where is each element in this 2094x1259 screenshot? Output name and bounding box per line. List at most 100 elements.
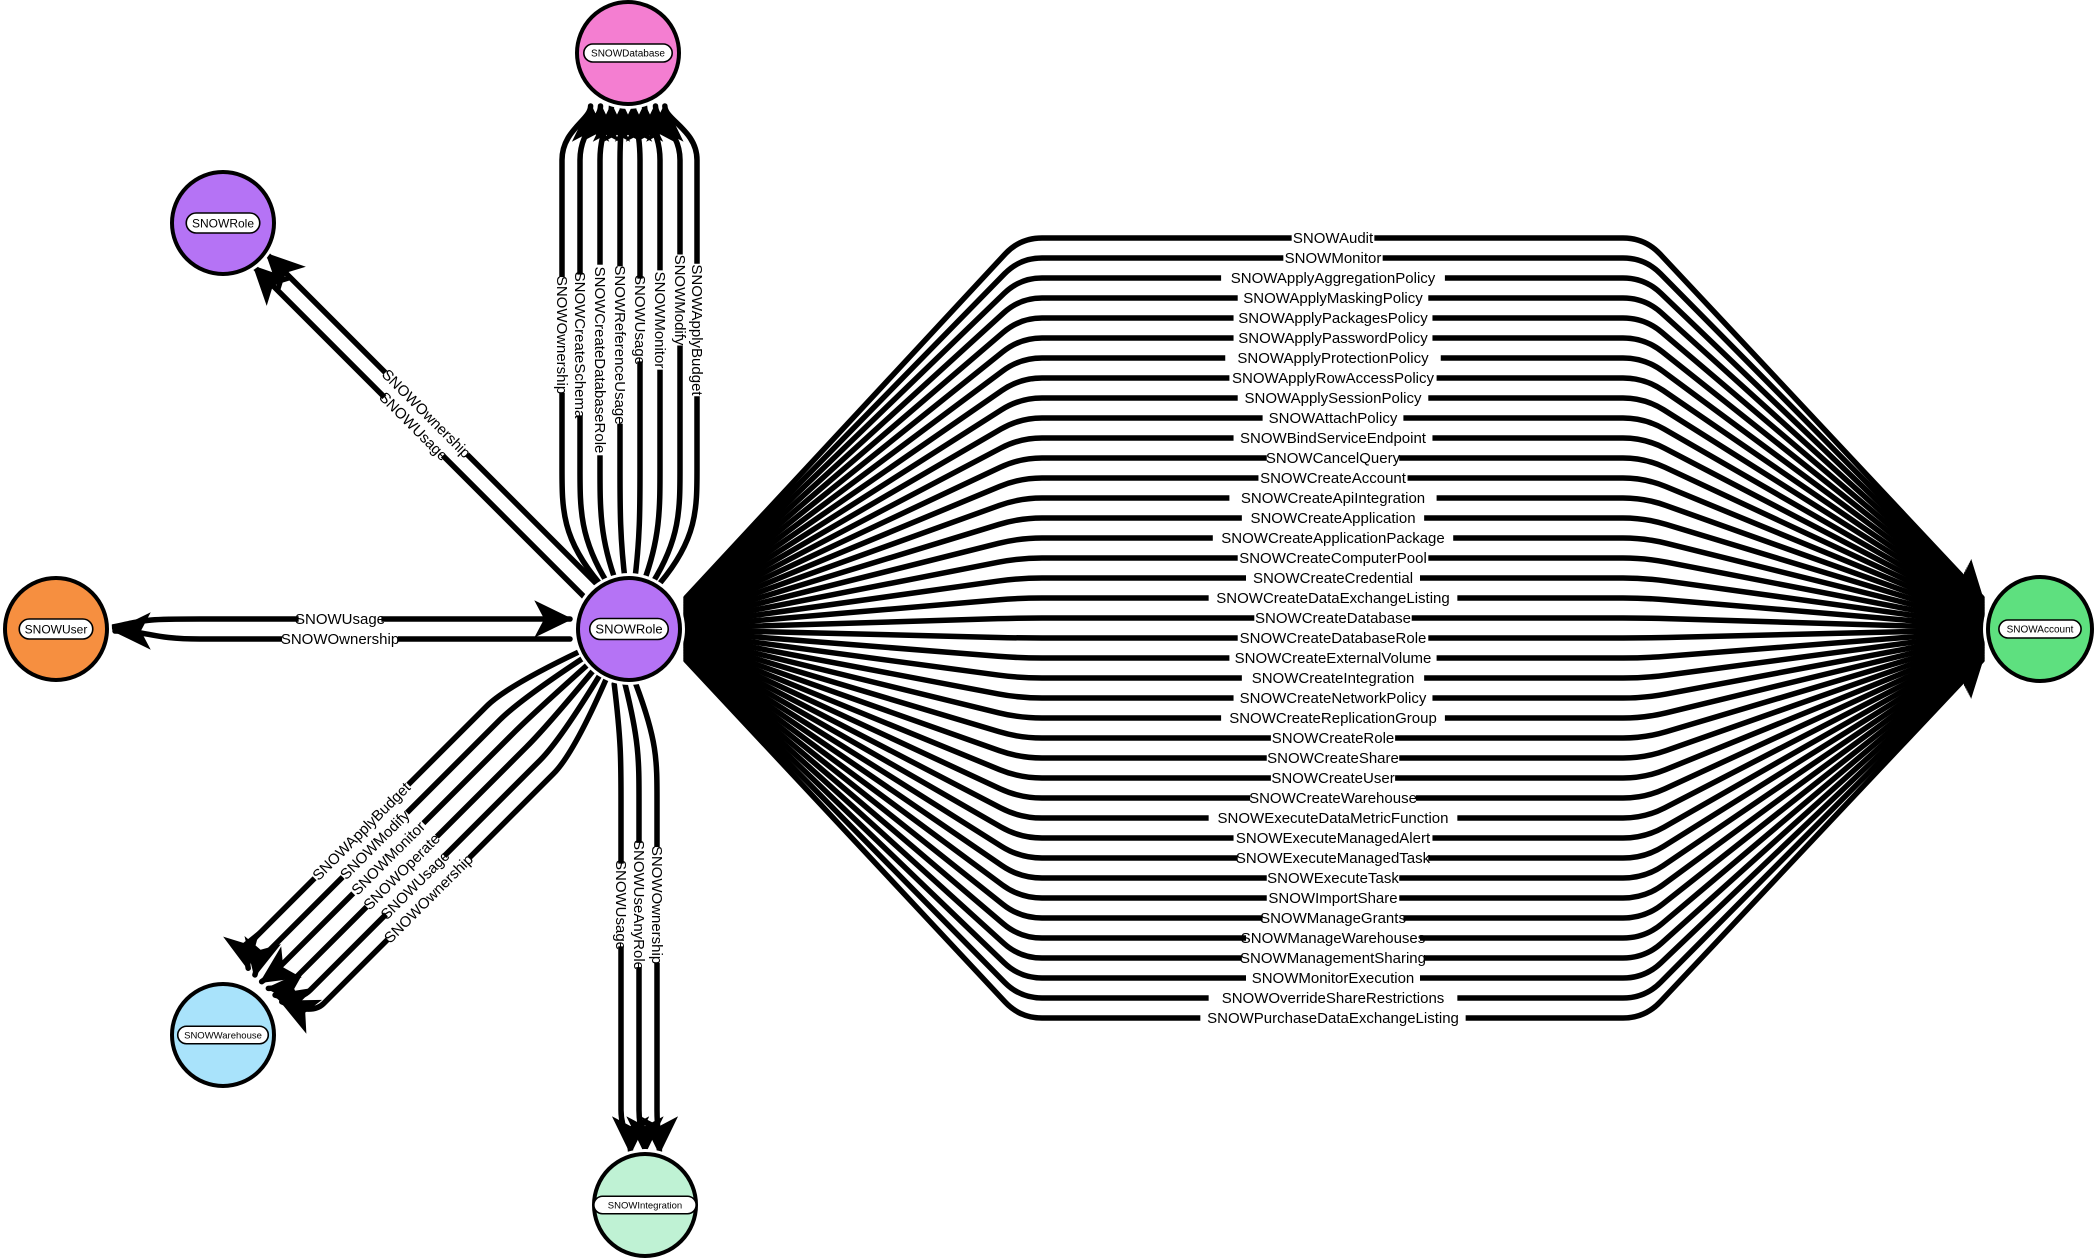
edge-label-background (1266, 870, 1400, 886)
edge-label-text: SNOWExecuteManagedAlert (1236, 830, 1431, 847)
edge-label-text: SNOWApplySessionPolicy (1244, 390, 1422, 407)
edge-label-background (1266, 750, 1400, 766)
edge-label-text: SNOWExecuteManagedTask (1236, 850, 1431, 867)
edge-label-background (381, 851, 476, 946)
node-integration[interactable]: SNOWIntegration (589, 1149, 701, 1259)
edge-label-role-account: SNOWCreateApplication (1241, 510, 1425, 527)
edge-label-background (613, 863, 629, 947)
edge-label-background (1225, 350, 1441, 366)
edge-label-text: SNOWCreateDatabase (1255, 610, 1411, 627)
edge-label-text: SNOWCancelQuery (1266, 450, 1401, 467)
edge-label-background (1229, 370, 1437, 386)
edges-layer (110, 103, 1985, 1155)
edge-label-role-account: SNOWCreateRole (1270, 730, 1396, 747)
edge-label-background (1221, 710, 1445, 726)
edge-label-background (1241, 510, 1425, 526)
edge-label-role-account: SNOWCreateCredential (1246, 570, 1420, 587)
node-role-top[interactable]: SNOWRole (167, 167, 279, 279)
edge-label-background (1258, 470, 1408, 486)
edge-label-role-account: SNOWCreateComputerPool (1237, 550, 1429, 567)
node-role-center[interactable]: SNOWRole (573, 573, 685, 685)
edge-label-text: SNOWCreateRole (1272, 730, 1395, 747)
edge-label-text: SNOWAttachPolicy (1269, 410, 1398, 427)
edge-label-role-database: SNOWApplyBudget (688, 263, 705, 396)
edge-label-background (1233, 310, 1433, 326)
edge-user-role[interactable] (112, 612, 573, 650)
edge-label-text: SNOWCreateIntegration (1252, 670, 1415, 687)
edge-label-text: SNOWUsage (631, 275, 648, 365)
edge-label-background (380, 850, 451, 921)
edge-label-user-role: SNOWOwnership (281, 631, 399, 648)
edge-label-text: SNOWAudit (1293, 230, 1374, 247)
edge-role-to-warehouse[interactable] (272, 670, 604, 1024)
edge-label-role-database: SNOWOwnership (553, 276, 570, 394)
edge-label-role-account: SNOWExecuteDataMetricFunction (1208, 810, 1458, 827)
node-database[interactable]: SNOWDatabase (572, 0, 684, 109)
edge-label-text: SNOWUseAnyRole (630, 840, 647, 970)
edge-label-text: SNOWCreateCredential (1253, 570, 1413, 587)
edge-role-to-database[interactable] (559, 103, 610, 586)
edge-label-background (298, 611, 382, 627)
edge-label-text: SNOWCreateExternalVolume (1235, 650, 1432, 667)
edge-label-text: SNOWManageGrants (1260, 910, 1406, 927)
edge-role-to-database[interactable] (646, 103, 700, 586)
edge-role-to-warehouse[interactable] (265, 664, 599, 1008)
edge-label-role-database: SNOWUsage (631, 275, 648, 365)
edge-role-to-warehouse[interactable] (258, 659, 594, 985)
edge-label-role-account: SNOWApplyMaskingPolicy (1237, 290, 1429, 307)
node-account[interactable]: SNOWAccount (1983, 572, 2094, 686)
edge-label-role-account: SNOWMonitor (1283, 250, 1383, 267)
edge-label-role-account: SNOWCreateUser (1270, 770, 1396, 787)
edge-label-role-account: SNOWCancelQuery (1266, 450, 1401, 467)
edge-label-background (1270, 730, 1396, 746)
edge-label-background (1212, 530, 1454, 546)
edge-label-background (1200, 1010, 1466, 1026)
edge-label-role-account: SNOWManageWarehouses (1241, 930, 1425, 947)
edge-label-role-integration: SNOWOwnership (648, 846, 665, 964)
edge-label-user-role: SNOWUsage (295, 611, 385, 628)
edge-label-role-account: SNOWCreateDatabaseRole (1237, 630, 1429, 647)
edge-label-text: SNOWCreateApplicationPackage (1221, 530, 1444, 547)
edge-role-to-warehouse[interactable] (279, 675, 610, 1034)
edge-label-role-account: SNOWBindServiceEndpoint (1233, 430, 1433, 447)
edge-label-text: SNOWModify (671, 255, 688, 346)
edge-label-background (1246, 570, 1420, 586)
edge-label-role-account: SNOWCreateApplicationPackage (1212, 530, 1454, 547)
edge-label-role-account: SNOWCreateNetworkPolicy (1233, 690, 1433, 707)
edge-role-to-integration[interactable] (611, 681, 650, 1155)
edge-label-role-database: SNOWMonitor (651, 270, 668, 370)
edge-label-background (1237, 390, 1429, 406)
edge-label-background (652, 270, 668, 370)
node-label-pill (18, 618, 94, 640)
edge-label-role-account: SNOWPurchaseDataExchangeListing (1200, 1010, 1466, 1027)
edge-label-role-integration: SNOWUseAnyRole (630, 840, 647, 970)
edge-label-role-account: SNOWCreateAccount (1258, 470, 1408, 487)
edge-label-text: SNOWApplyPackagesPolicy (1238, 310, 1428, 327)
edge-label-background (1266, 890, 1400, 906)
edge-label-background (1246, 930, 1420, 946)
edge-label-role-account: SNOWExecuteManagedTask (1236, 850, 1431, 867)
edge-label-text: SNOWCreateWarehouse (1249, 790, 1417, 807)
node-label: SNOWWarehouse (184, 1030, 262, 1041)
edge-label-text: SNOWApplyAggregationPolicy (1231, 270, 1436, 287)
edge-label-background (554, 277, 570, 393)
node-label-pill (582, 43, 673, 63)
edge-label-background (308, 778, 414, 884)
node-label: SNOWAccount (2007, 625, 2074, 636)
edge-label-background (1208, 990, 1458, 1006)
node-user[interactable]: SNOWUser (0, 573, 112, 685)
edge-label-text: SNOWApplyBudget (688, 264, 705, 396)
edge-label-background (592, 264, 608, 456)
edge-label-text: SNOWApplyProtectionPolicy (1237, 350, 1429, 367)
edge-role-to-warehouse[interactable] (244, 654, 588, 978)
edge-label-role-account: SNOWCreateReplicationGroup (1221, 710, 1445, 727)
edge-label-text: SNOWCreateApplication (1250, 510, 1415, 527)
node-warehouse[interactable]: SNOWWarehouse (167, 979, 279, 1091)
edge-label-background (1254, 610, 1412, 626)
edge-label-background (1233, 430, 1433, 446)
edge-label-text: SNOWCreateApiIntegration (1241, 490, 1425, 507)
edge-label-text: SNOWCreateDatabaseRole (591, 267, 608, 454)
edge-label-role-account: SNOWApplyRowAccessPolicy (1229, 370, 1437, 387)
edge-label-background (672, 254, 688, 346)
